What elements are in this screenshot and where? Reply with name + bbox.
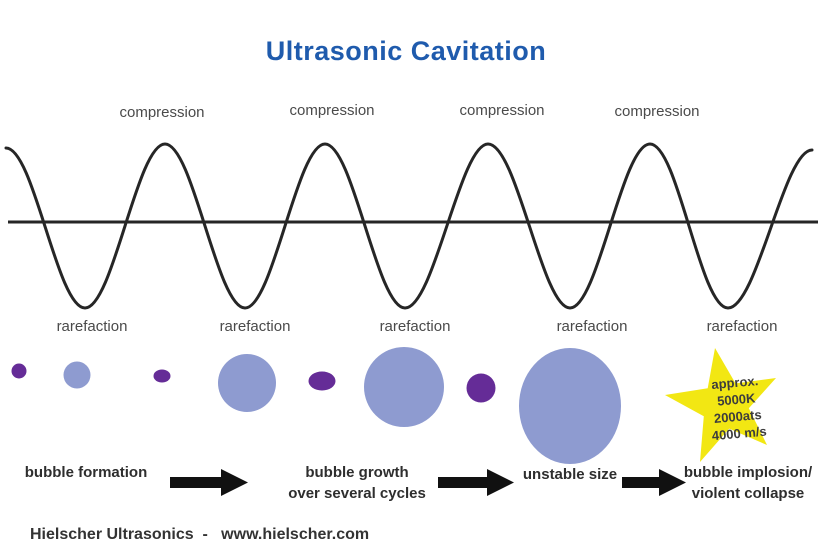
- stage-label-bubble-formation: bubble formation: [25, 462, 148, 483]
- rarefaction-label-3: rarefaction: [379, 318, 451, 335]
- bubble-5-nucleus: [308, 371, 336, 391]
- bubble-8-unstable: [519, 348, 621, 464]
- stage-1-line-1: bubble formation: [24, 464, 148, 481]
- stage-label-bubble-implosion: bubble implosion/ violent collapse: [684, 462, 812, 504]
- implosion-conditions-text: approx. 5000K 2000ats 4000 m/s: [691, 370, 783, 445]
- compression-label-3: compression: [459, 102, 545, 119]
- footer-branding: Hielscher Ultrasonics - www.hielscher.co…: [30, 526, 370, 543]
- bubble-7-nucleus: [466, 373, 496, 403]
- rarefaction-label-1: rarefaction: [56, 318, 128, 335]
- rarefaction-label-4: rarefaction: [556, 318, 628, 335]
- bubble-1-nucleus: [11, 363, 27, 379]
- bubble-2-growing: [63, 361, 91, 389]
- stage-3-line-1: unstable size: [522, 466, 618, 483]
- compression-label-2: compression: [289, 102, 375, 119]
- stage-label-unstable-size: unstable size: [523, 464, 617, 485]
- bubble-6-growing: [364, 347, 444, 427]
- rarefaction-label-2: rarefaction: [219, 318, 291, 335]
- stage-4-line-1: bubble implosion/: [683, 464, 813, 481]
- compression-label-4: compression: [614, 103, 700, 120]
- stage-2-line-2: over several cycles: [288, 485, 426, 502]
- rarefaction-label-5: rarefaction: [706, 318, 778, 335]
- bubble-3-nucleus: [153, 369, 171, 383]
- stage-4-line-2: violent collapse: [691, 485, 805, 502]
- compression-label-1: compression: [119, 104, 205, 121]
- sound-wave-curve: [4, 142, 814, 310]
- stage-label-bubble-growth: bubble growth over several cycles: [288, 462, 426, 504]
- flow-arrow-2: [438, 469, 514, 496]
- flow-arrow-1: [170, 469, 248, 496]
- bubble-4-growing: [218, 354, 276, 412]
- page-title: Ultrasonic Cavitation: [265, 36, 547, 66]
- implosion-star-icon: [665, 348, 776, 462]
- stage-2-line-1: bubble growth: [305, 464, 409, 481]
- flow-arrow-3: [622, 469, 686, 496]
